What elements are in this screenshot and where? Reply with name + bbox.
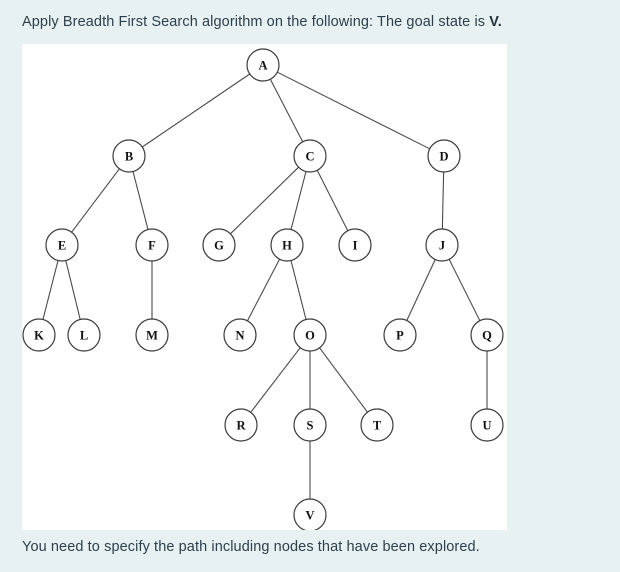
tree-edge-layer xyxy=(42,71,488,499)
tree-node-d: D xyxy=(427,139,461,173)
node-circle-q xyxy=(470,318,504,352)
tree-node-l: L xyxy=(67,318,101,352)
tree-node-h: H xyxy=(270,228,304,262)
tree-edge-e-k xyxy=(42,260,59,320)
node-circle-l xyxy=(67,318,101,352)
node-circle-e xyxy=(45,228,79,262)
goal-state-label: V. xyxy=(489,14,502,30)
tree-edge-o-t xyxy=(319,347,368,413)
node-circle-a xyxy=(246,48,280,82)
node-circle-d xyxy=(427,139,461,173)
node-circle-s xyxy=(293,408,327,442)
tree-edge-c-i xyxy=(316,170,349,231)
node-circle-j xyxy=(425,228,459,262)
tree-edge-h-o xyxy=(290,260,307,320)
node-circle-v xyxy=(293,498,327,530)
tree-node-g: G xyxy=(202,228,236,262)
tree-node-c: C xyxy=(293,139,327,173)
tree-edge-c-h xyxy=(290,171,307,230)
tree-edge-a-c xyxy=(269,78,304,143)
tree-node-i: I xyxy=(338,228,372,262)
tree-edge-d-j xyxy=(441,171,445,230)
node-circle-k xyxy=(22,318,56,352)
node-circle-t xyxy=(360,408,394,442)
tree-node-k: K xyxy=(22,318,56,352)
instruction-text: You need to specify the path including n… xyxy=(22,539,480,555)
node-circle-r xyxy=(224,408,258,442)
tree-edge-b-e xyxy=(71,168,120,233)
tree-edge-a-b xyxy=(141,73,251,148)
tree-node-f: F xyxy=(135,228,169,262)
tree-edge-j-q xyxy=(448,259,481,321)
tree-node-b: B xyxy=(112,139,146,173)
tree-node-a: A xyxy=(246,48,280,82)
tree-node-t: T xyxy=(360,408,394,442)
tree-edge-j-p xyxy=(406,259,436,321)
tree-node-s: S xyxy=(293,408,327,442)
node-circle-f xyxy=(135,228,169,262)
tree-node-q: Q xyxy=(470,318,504,352)
tree-node-p: P xyxy=(383,318,417,352)
node-circle-h xyxy=(270,228,304,262)
tree-edge-e-l xyxy=(65,260,81,320)
node-circle-i xyxy=(338,228,372,262)
tree-node-e: E xyxy=(45,228,79,262)
question-prompt-text: Apply Breadth First Search algorithm on … xyxy=(22,14,490,30)
tree-node-m: M xyxy=(135,318,169,352)
node-circle-n xyxy=(223,318,257,352)
node-circle-m xyxy=(135,318,169,352)
tree-edge-o-r xyxy=(250,347,301,413)
tree-node-o: O xyxy=(293,318,327,352)
node-circle-b xyxy=(112,139,146,173)
node-circle-o xyxy=(293,318,327,352)
node-circle-c xyxy=(293,139,327,173)
node-circle-u xyxy=(470,408,504,442)
tree-node-u: U xyxy=(470,408,504,442)
tree-node-j: J xyxy=(425,228,459,262)
node-circle-p xyxy=(383,318,417,352)
tree-node-v: V xyxy=(293,498,327,530)
tree-edge-c-g xyxy=(230,166,299,235)
tree-edge-h-n xyxy=(246,258,281,322)
page-title: Apply Breadth First Search algorithm on … xyxy=(22,14,502,30)
tree-edge-a-d xyxy=(277,71,430,150)
tree-node-r: R xyxy=(224,408,258,442)
tree-edge-b-f xyxy=(132,171,149,230)
node-circle-g xyxy=(202,228,236,262)
tree-node-n: N xyxy=(223,318,257,352)
